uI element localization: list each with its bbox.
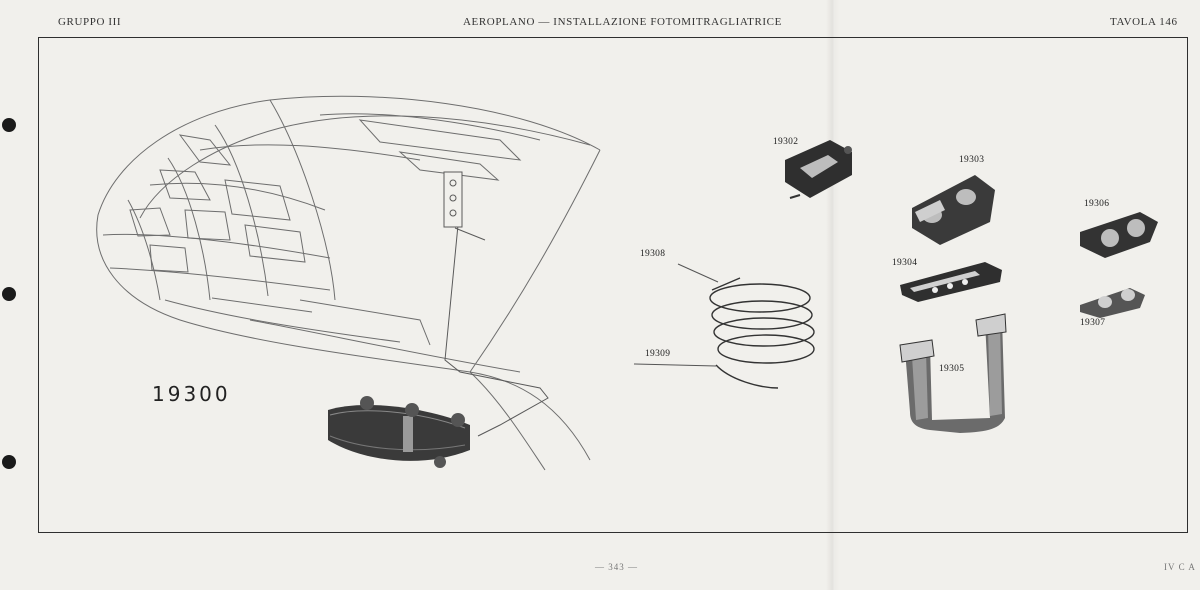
part-label: 19305 <box>939 364 965 374</box>
bracket-19303-drawing <box>912 175 995 245</box>
binder-hole <box>2 118 16 132</box>
control-cable <box>443 171 549 437</box>
page-title: AEROPLANO — INSTALLAZIONE FOTOMITRAGLIAT… <box>463 16 782 28</box>
plate-19304-drawing <box>900 262 1002 302</box>
plate-number: TAVOLA 146 <box>1110 16 1178 28</box>
group-heading: GRUPPO III <box>58 16 122 28</box>
publisher-mark: IV C A <box>1164 562 1196 572</box>
bracket-19306-drawing <box>1080 212 1158 258</box>
binder-hole <box>2 455 16 469</box>
part-label: 19309 <box>645 349 671 359</box>
part-label: 19306 <box>1084 199 1110 209</box>
coiled-cable-drawing <box>633 263 815 389</box>
part-label: 19302 <box>773 137 799 147</box>
camera-gun-drawing <box>328 396 470 468</box>
page-number: — 343 — <box>595 562 638 572</box>
part-label: 19303 <box>959 155 985 165</box>
binder-hole <box>2 287 16 301</box>
aircraft-nose-drawing <box>96 95 601 471</box>
part-label: 19304 <box>892 258 918 268</box>
main-assembly-label: 19300 <box>152 382 231 406</box>
part-label: 19307 <box>1080 318 1106 328</box>
illustration-frame <box>38 37 1188 533</box>
part-label: 19308 <box>640 249 666 259</box>
strap-19305-drawing <box>899 313 1007 433</box>
bracket-19302-drawing <box>785 140 852 199</box>
bracket-19307-drawing <box>1080 288 1145 318</box>
